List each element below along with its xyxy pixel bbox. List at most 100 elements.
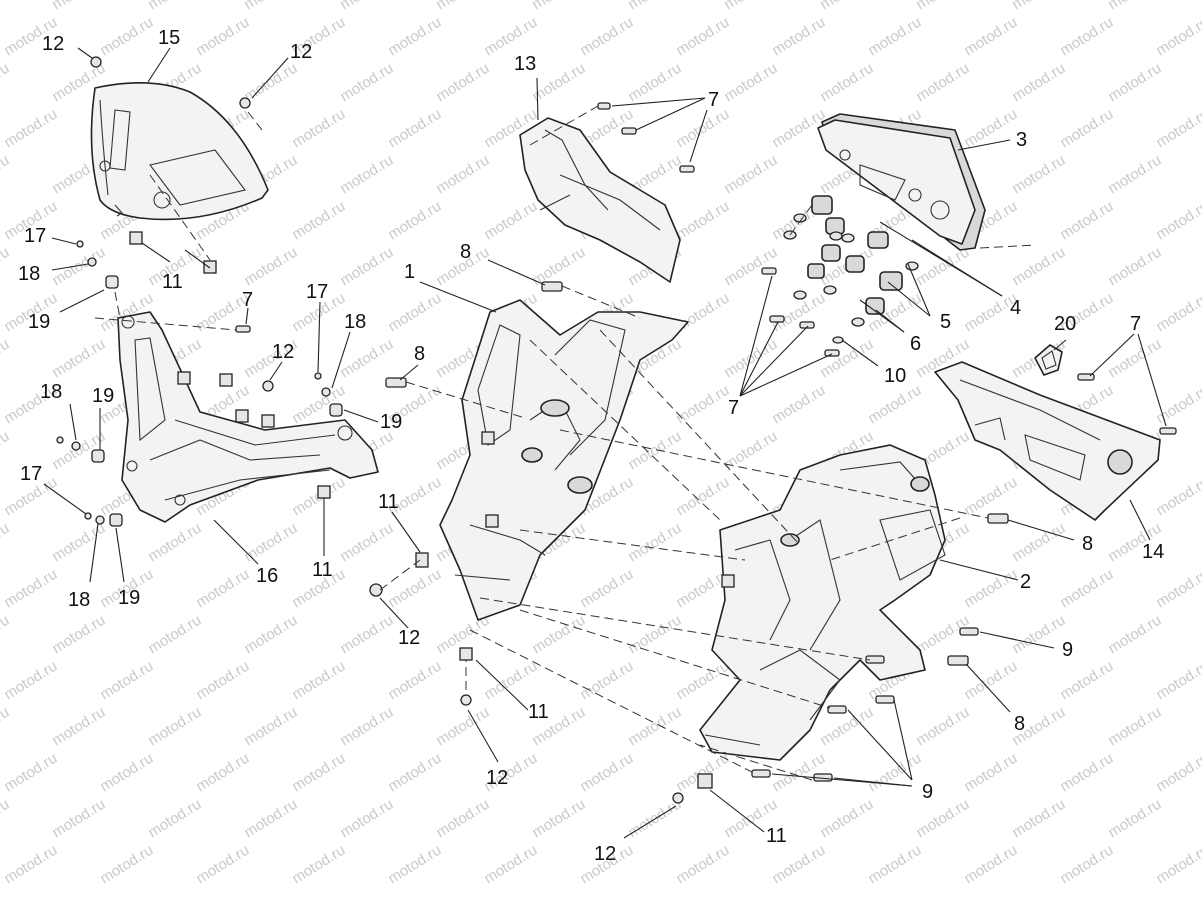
watermark-text: motod.ru	[337, 336, 396, 382]
callout-10: 10	[884, 365, 906, 387]
watermark-text: motod.ru	[625, 428, 684, 474]
watermark-text: motod.ru	[145, 796, 204, 842]
watermark-text: motod.ru	[385, 658, 444, 704]
watermark-text: motod.ru	[385, 290, 444, 336]
watermark-text: motod.ru	[1153, 750, 1202, 796]
watermark-text: motod.ru	[49, 612, 108, 658]
watermark-text: motod.ru	[1, 842, 60, 888]
watermark-text: motod.ru	[817, 0, 876, 13]
watermark-text: motod.ru	[577, 14, 636, 60]
watermark-text: motod.ru	[337, 60, 396, 106]
watermark-text: motod.ru	[433, 0, 492, 13]
watermark-text: motod.ru	[97, 842, 156, 888]
watermark-text: motod.ru	[1009, 520, 1068, 566]
watermark-text: motod.ru	[1105, 704, 1164, 750]
callout-7: 7	[242, 289, 253, 311]
callout-11: 11	[312, 559, 333, 581]
watermark-text: motod.ru	[913, 60, 972, 106]
watermark-text: motod.ru	[337, 796, 396, 842]
watermark-text: motod.ru	[625, 612, 684, 658]
callout-12: 12	[594, 843, 616, 865]
callout-14: 14	[1142, 541, 1164, 563]
watermark-text: motod.ru	[1105, 244, 1164, 290]
watermark-text: motod.ru	[577, 566, 636, 612]
watermark-text: motod.ru	[625, 520, 684, 566]
leader-lines	[43, 47, 1167, 839]
part-2-lower-shell	[699, 444, 946, 761]
callout-18: 18	[68, 589, 90, 611]
watermark-text: motod.ru	[673, 474, 732, 520]
callout-11: 11	[162, 271, 183, 293]
part-13-duct	[519, 117, 681, 283]
callout-8: 8	[1014, 713, 1025, 735]
callout-8: 8	[414, 343, 425, 365]
watermark-text: motod.ru	[97, 14, 156, 60]
watermark-text: motod.ru	[337, 0, 396, 13]
part-14-right-duct	[934, 361, 1161, 521]
watermark-text: motod.ru	[673, 382, 732, 428]
watermark-text: motod.ru	[289, 106, 348, 152]
callout-12: 12	[486, 767, 508, 789]
watermark-text: motod.ru	[961, 474, 1020, 520]
watermark-text: motod.ru	[1057, 14, 1116, 60]
watermark-text: motod.ru	[289, 842, 348, 888]
callout-4: 4	[1010, 297, 1021, 319]
watermark-text: motod.ru	[481, 198, 540, 244]
callout-5: 5	[940, 311, 951, 333]
watermark-text: motod.ru	[1009, 152, 1068, 198]
watermark-text: motod.ru	[433, 152, 492, 198]
watermark-text: motod.ru	[49, 796, 108, 842]
watermark-text: motod.ru	[337, 152, 396, 198]
watermark-text: motod.ru	[529, 612, 588, 658]
watermark-text: motod.ru	[1153, 658, 1202, 704]
watermark-text: motod.ru	[721, 428, 780, 474]
callout-3: 3	[1016, 129, 1027, 151]
watermark-text: motod.ru	[433, 704, 492, 750]
watermark-text: motod.ru	[913, 0, 972, 13]
watermark-text: motod.ru	[241, 520, 300, 566]
part-1-inner-panel	[439, 299, 689, 621]
watermark-text: motod.ru	[49, 244, 108, 290]
watermark-text: motod.ru	[289, 198, 348, 244]
watermark-text: motod.ru	[817, 60, 876, 106]
part-15-cover	[90, 82, 269, 221]
watermark-text: motod.ru	[865, 842, 924, 888]
watermark-text: motod.ru	[1, 566, 60, 612]
callout-2: 2	[1020, 571, 1031, 593]
callout-12: 12	[398, 627, 420, 649]
watermark-text: motod.ru	[1153, 198, 1202, 244]
callout-8: 8	[1082, 533, 1093, 555]
callout-17: 17	[20, 463, 42, 485]
watermark-text: motod.ru	[49, 0, 108, 13]
watermark-text: motod.ru	[721, 60, 780, 106]
watermark-text: motod.ru	[961, 14, 1020, 60]
watermark-text: motod.ru	[1105, 60, 1164, 106]
callout-19: 19	[92, 385, 114, 407]
watermark-text: motod.ru	[1009, 60, 1068, 106]
watermark-text: motod.ru	[1009, 0, 1068, 13]
watermark-text: motod.ru	[1153, 842, 1202, 888]
watermark-text: motod.ru	[913, 704, 972, 750]
watermark-text: motod.ru	[49, 520, 108, 566]
watermark-text: motod.ru	[625, 60, 684, 106]
callout-18: 18	[344, 311, 366, 333]
watermark-text: motod.ru	[865, 14, 924, 60]
watermark-text: motod.ru	[961, 842, 1020, 888]
watermark-text: motod.ru	[0, 152, 12, 198]
watermark-text: motod.ru	[913, 244, 972, 290]
watermark-text: motod.ru	[0, 336, 12, 382]
watermark-text: motod.ru	[625, 0, 684, 13]
callout-12: 12	[42, 33, 64, 55]
watermark-text: motod.ru	[337, 520, 396, 566]
watermark-text: motod.ru	[1153, 382, 1202, 428]
watermark-text: motod.ru	[961, 658, 1020, 704]
watermark-text: motod.ru	[1153, 566, 1202, 612]
watermark-text: motod.ru	[1009, 244, 1068, 290]
watermark-text: motod.ru	[0, 704, 12, 750]
watermark-text: motod.ru	[0, 60, 12, 106]
watermark-text: motod.ru	[961, 106, 1020, 152]
callout-12: 12	[272, 341, 294, 363]
watermark-text: motod.ru	[385, 842, 444, 888]
callout-9: 9	[1062, 639, 1073, 661]
watermark-text: motod.ru	[0, 428, 12, 474]
